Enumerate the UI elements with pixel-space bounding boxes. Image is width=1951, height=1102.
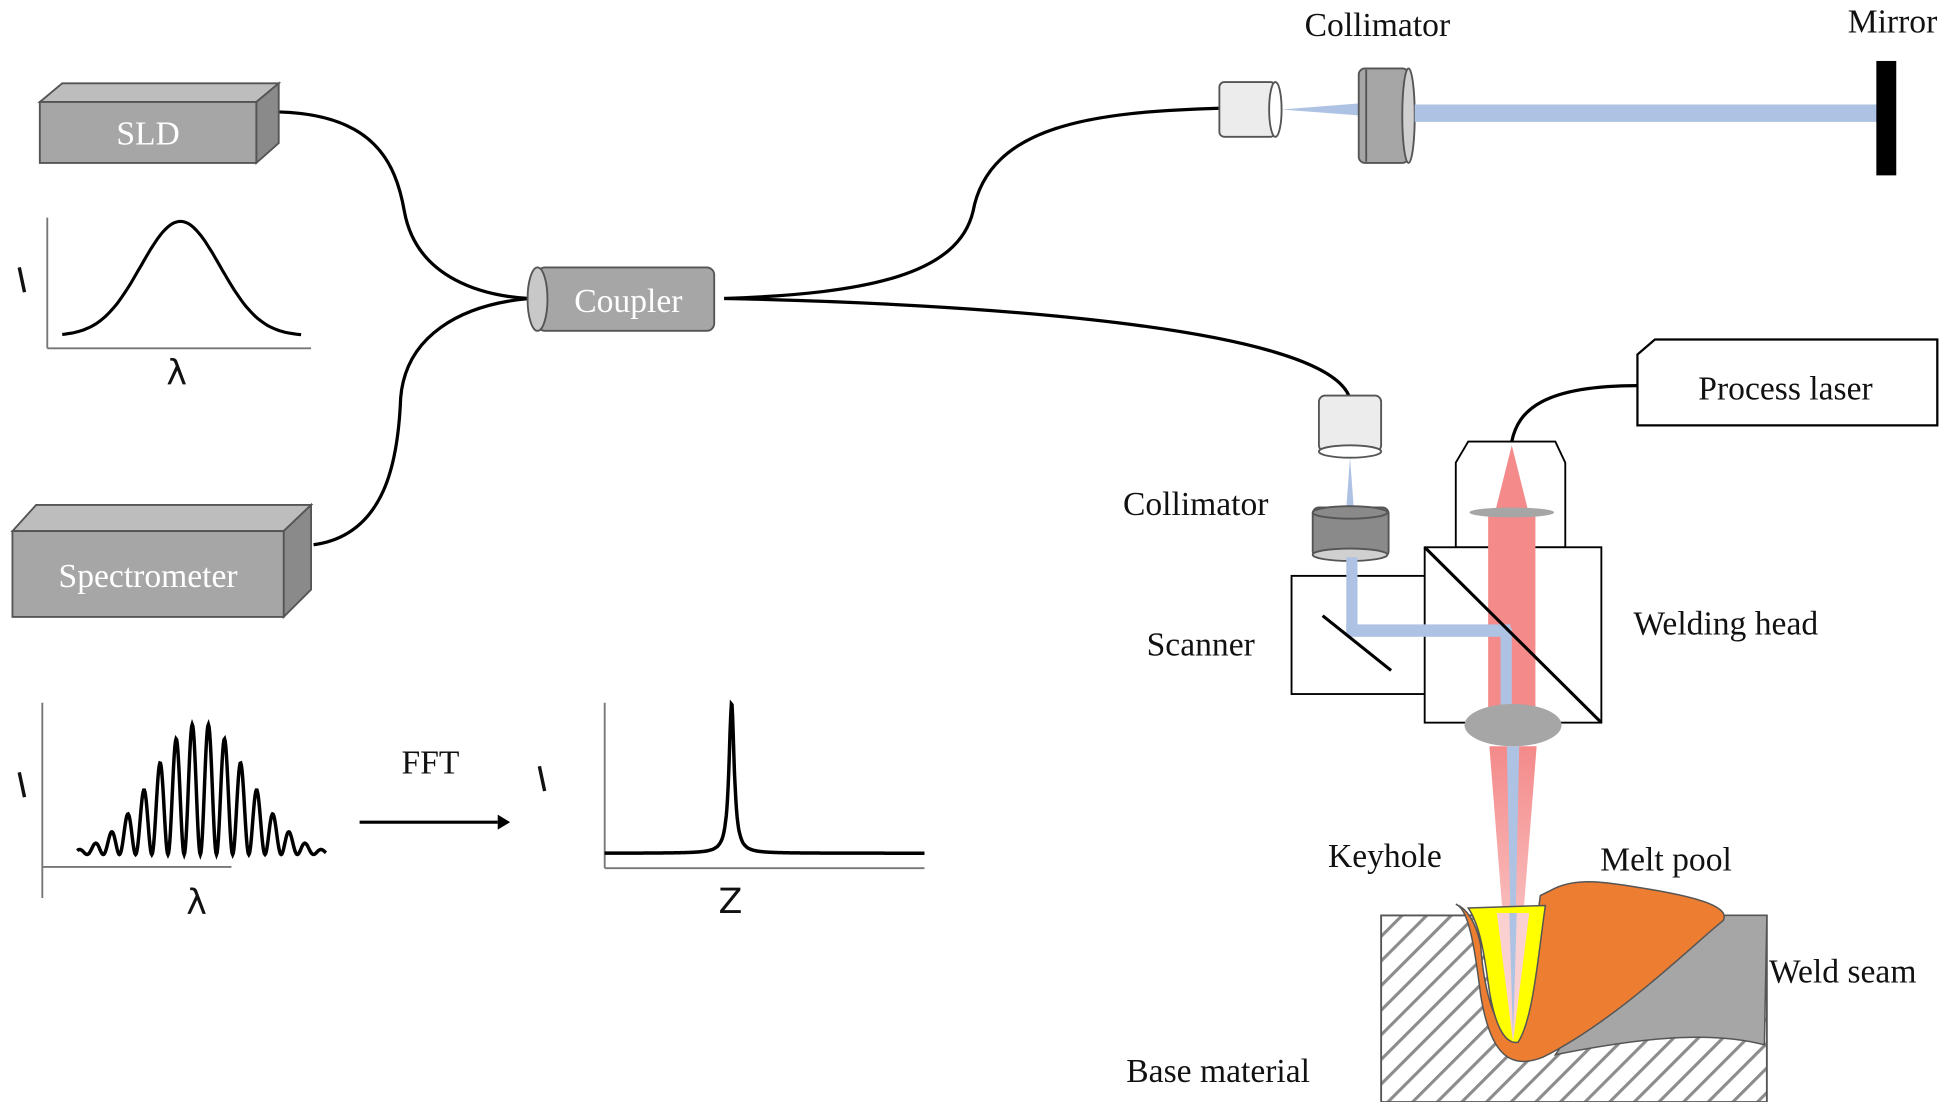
keyhole-label: Keyhole: [1328, 838, 1442, 875]
probe-collimator-label: Collimator: [1123, 486, 1269, 523]
source-spectrum-curve: [62, 219, 302, 337]
welding-head-assembly: Process laser Collimator Scanner Welding…: [1123, 338, 1939, 1045]
depth-profile-plot: I Z: [533, 699, 925, 922]
process-laser-label: Process laser: [1698, 370, 1872, 407]
reference-arm: Collimator Mirror: [1218, 3, 1938, 176]
melt-pool-label: Melt pool: [1600, 842, 1732, 879]
process-laser: [1636, 338, 1939, 427]
spectrometer: Spectrometer: [10, 502, 314, 620]
fiber-coupler-probe: [724, 296, 1351, 397]
coupler-label: Coupler: [574, 283, 682, 320]
source-spectrum-ylabel: I: [13, 261, 31, 302]
depth-profile-ylabel: I: [533, 760, 551, 801]
mirror: [1876, 60, 1897, 176]
arrow-right-icon: [497, 814, 511, 830]
source-spectrum-plot: I λ: [13, 217, 312, 393]
depth-profile-xlabel: Z: [718, 882, 742, 922]
interference-spectrum-curve: [76, 718, 328, 860]
sld-label: SLD: [116, 115, 179, 152]
fiber-sld-coupler: [278, 110, 529, 301]
source-spectrum-xlabel: λ: [166, 353, 187, 393]
fiber-process-laser: [1510, 383, 1638, 442]
fiber-spectrometer-coupler: [313, 296, 529, 547]
coupler: Coupler: [526, 266, 716, 332]
welding-head-label: Welding head: [1633, 605, 1818, 642]
weld-seam: [1553, 914, 1768, 1056]
scanner-label: Scanner: [1147, 626, 1255, 663]
mirror-label: Mirror: [1848, 3, 1938, 40]
fft-label: FFT: [402, 745, 460, 782]
base-material-label: Base material: [1126, 1053, 1310, 1090]
weld-seam-label: Weld seam: [1769, 954, 1916, 991]
fiber-coupler-reference: [724, 106, 1220, 301]
interference-spectrum-ylabel: I: [13, 766, 31, 807]
fiber-network: [278, 106, 1638, 547]
reference-collimator-label: Collimator: [1305, 7, 1451, 44]
interference-spectrum-xlabel: λ: [186, 883, 207, 923]
spectrometer-label: Spectrometer: [59, 558, 238, 595]
fft-transform: FFT: [359, 745, 511, 830]
sld-source: SLD: [37, 81, 282, 166]
workpiece: Keyhole Melt pool Weld seam Base materia…: [1126, 838, 1916, 1102]
depth-profile-curve: [604, 699, 925, 855]
interference-spectrum-plot: I λ: [13, 702, 328, 923]
